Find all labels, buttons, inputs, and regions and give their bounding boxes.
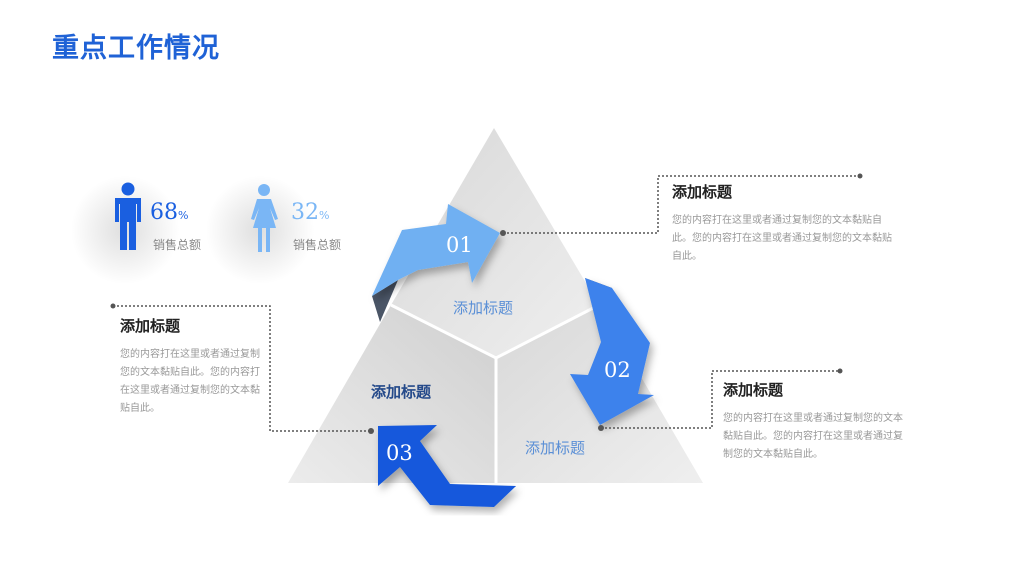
female-icon: [251, 184, 278, 252]
callout-body: 您的内容打在这里或者通过复制您的文本黏贴自此。您的内容打在这里或者通过复制您的文…: [672, 215, 892, 262]
callout-body: 您的内容打在这里或者通过复制您的文本黏贴自此。您的内容打在这里或者通过复制您的文…: [120, 349, 260, 414]
arrow-02-label: 02: [604, 358, 631, 382]
connector-lines: [113, 175, 860, 432]
page-title: 重点工作情况: [52, 33, 220, 64]
male-icon: [115, 182, 141, 250]
arrow-02: [570, 278, 654, 425]
callout-2: 添加标题 您的内容打在这里或者通过复制您的文本黏贴自此。您的内容打在这里或者通过…: [723, 379, 907, 464]
callout-3: 添加标题 您的内容打在这里或者通过复制您的文本黏贴自此。您的内容打在这里或者通过…: [120, 315, 262, 418]
callout-heading: 添加标题: [120, 317, 181, 335]
segment-left: [288, 305, 496, 483]
stat-male-label: 销售总额: [153, 238, 202, 252]
callout-heading: 添加标题: [672, 183, 733, 201]
arrow-01-label: 01: [446, 233, 473, 257]
callout-heading: 添加标题: [723, 381, 784, 399]
arrow-03: [378, 425, 516, 507]
callout-1: 添加标题 您的内容打在这里或者通过复制您的文本黏贴自此。您的内容打在这里或者通过…: [672, 181, 892, 266]
segment-top: [391, 128, 599, 358]
callout-body: 您的内容打在这里或者通过复制您的文本黏贴自此。您的内容打在这里或者通过复制您的文…: [723, 413, 903, 460]
segment-right-label: 添加标题: [525, 439, 585, 457]
arrow-01: [372, 204, 500, 296]
stat-female-value: 32%: [291, 200, 330, 225]
stat-male-value: 68%: [150, 200, 189, 225]
stat-female-label: 销售总额: [293, 238, 342, 252]
arrow-03-label: 03: [386, 441, 413, 465]
segment-top-label: 添加标题: [453, 299, 513, 317]
segment-left-label: 添加标题: [371, 383, 432, 401]
